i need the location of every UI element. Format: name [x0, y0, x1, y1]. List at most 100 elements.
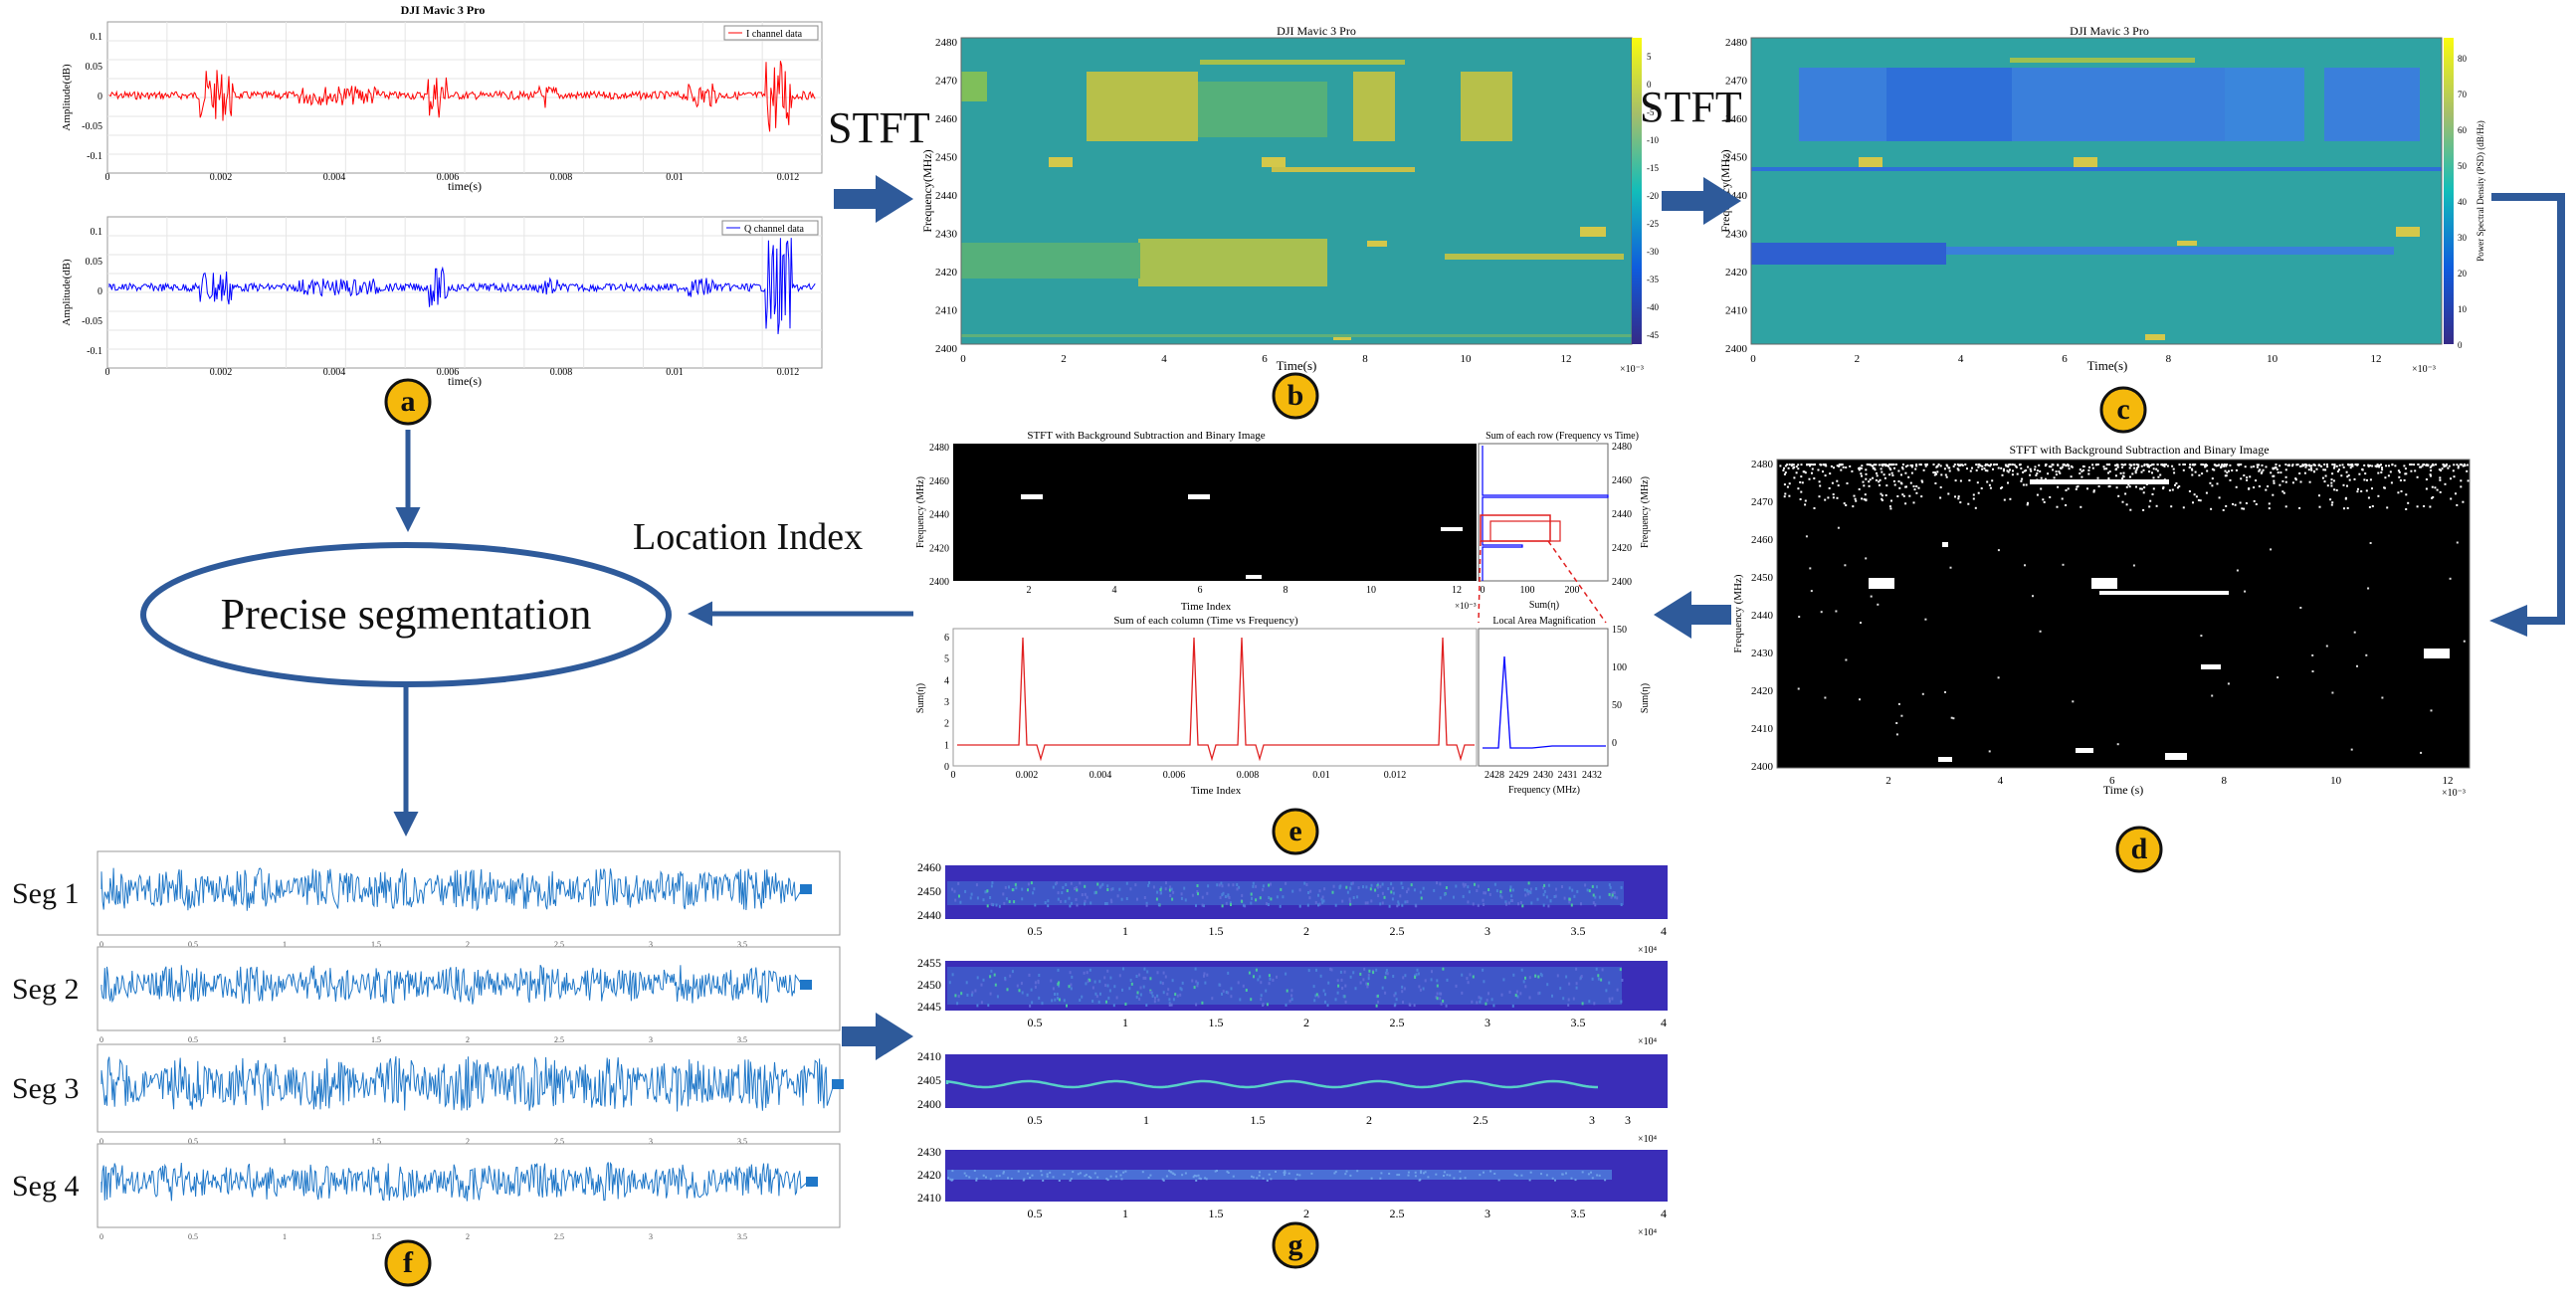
colorbar-tick-label: 60: [2458, 125, 2468, 135]
g-y-tick-label: 2445: [917, 1000, 941, 1014]
spectrogram-speckle: [965, 1175, 968, 1178]
spectrogram-speckle: [1511, 1004, 1514, 1008]
x-tick-label: 4: [1161, 353, 1167, 365]
spectrogram-speckle: [1524, 893, 1527, 897]
spectrogram-speckle: [1259, 1171, 1261, 1174]
spectrogram-speckle: [1227, 971, 1230, 975]
spectrogram-speckle: [1568, 982, 1571, 986]
spectrogram-speckle: [1056, 881, 1059, 885]
spectrogram-speckle: [1600, 978, 1603, 982]
spectrogram-speckle: [1549, 899, 1552, 903]
spectrogram-speckle: [1173, 1173, 1176, 1176]
panel-b-stft-spectrogram: DJI Mavic 3 Pro: [920, 24, 1659, 375]
spectrogram-speckle: [1266, 1003, 1269, 1007]
spectrogram-speckle: [1046, 1175, 1049, 1178]
spectrogram-speckle: [1406, 890, 1408, 894]
y-tick-label: 2440: [929, 510, 949, 521]
spectrogram-speckle: [948, 981, 951, 985]
spectrogram-speckle: [1367, 977, 1370, 981]
spectrogram-speckle: [1093, 980, 1096, 984]
spectrogram-speckle: [1354, 987, 1357, 991]
spectrogram-speckle: [1038, 996, 1041, 1000]
panel-d-xscale: ×10⁻³: [2442, 788, 2466, 799]
spectrogram-speckle: [1250, 998, 1253, 1002]
x-tick-label: 0.01: [666, 172, 684, 183]
spectrogram-speckle: [1118, 974, 1121, 978]
spectrogram-speckle: [1130, 982, 1133, 986]
panel-e-row-sum-curve: [1482, 446, 1609, 581]
spectrogram-speckle: [1568, 900, 1571, 904]
panel-d-binary: [1777, 460, 2470, 768]
x-tick-label: 2429: [1509, 770, 1529, 781]
spectrogram-speckle: [1115, 996, 1118, 1000]
spectrogram-speckle: [1385, 969, 1388, 973]
segment-x-tick: 0: [99, 1137, 103, 1146]
spectrogram-speckle: [1608, 1000, 1611, 1004]
spectrogram-speckle: [1387, 887, 1390, 890]
spectrogram-speckle: [1227, 883, 1230, 887]
spectrogram-speckle: [1490, 998, 1493, 1002]
segment-x-tick: 0.5: [188, 1035, 198, 1044]
spectrogram-speckle: [1415, 904, 1418, 908]
spectrogram-speckle: [1076, 903, 1079, 907]
spectrogram-speckle: [1069, 904, 1072, 908]
spectrogram-speckle: [1070, 983, 1073, 987]
g-x-tick-label: 2.5: [1474, 1113, 1488, 1127]
spectrogram-speckle: [1482, 898, 1485, 902]
spectrogram-speckle: [1365, 982, 1368, 986]
spectrogram-speckle: [1317, 893, 1319, 897]
spectrogram-speckle: [970, 892, 973, 896]
g-x-tick-label: 2: [1366, 1113, 1372, 1127]
spectrogram-speckle: [1420, 1170, 1423, 1173]
spectrogram-speckle: [1203, 972, 1206, 976]
spectrogram-speckle: [1152, 885, 1155, 889]
y-tick-label: 2440: [1751, 610, 1774, 622]
spectrogram-speckle: [1591, 977, 1594, 981]
colorbar-tick-label: 5: [1647, 52, 1652, 62]
g-x-tick-label: 1: [1122, 1016, 1128, 1029]
spectrogram-speckle: [1384, 991, 1387, 995]
spectrogram-speckle: [1485, 891, 1486, 895]
spectrogram-speckle: [966, 994, 969, 997]
y-tick-label: 2480: [1751, 459, 1774, 470]
label-stft-2: STFT: [1640, 83, 1742, 131]
spectrogram-speckle: [1105, 1178, 1108, 1181]
spectrogram-speckle: [992, 903, 995, 907]
panel-e-zoom-connector-1: [1547, 540, 1607, 624]
spectrogram-speckle: [1580, 902, 1582, 906]
spectrogram-speckle: [1268, 896, 1271, 899]
spectrogram-speckle: [1104, 984, 1107, 988]
spectrogram-speckle: [1440, 1002, 1443, 1006]
row-y-tick-label: 2480: [1612, 442, 1632, 453]
y-tick-label: 2480: [1725, 37, 1748, 49]
spectrogram-speckle: [1436, 997, 1439, 1001]
spectrogram-speckle: [1442, 1000, 1445, 1003]
spectrogram-speckle: [1520, 968, 1523, 972]
spectrogram-speckle: [957, 995, 960, 998]
spectrogram-speckle: [1315, 968, 1317, 972]
spectrogram-speckle: [1204, 1177, 1207, 1180]
spectrogram-speckle: [1605, 989, 1608, 993]
spectrogram-speckle: [1286, 989, 1288, 993]
spectrogram-speckle: [1334, 903, 1337, 907]
g-y-tick-label: 2420: [917, 1168, 941, 1182]
spectrogram-speckle: [1340, 978, 1343, 982]
spectrogram-speckle: [1094, 890, 1097, 894]
spectrogram-speckle: [1030, 988, 1033, 992]
spectrogram-speckle: [1285, 1003, 1288, 1007]
spectrogram-speckle: [1472, 975, 1475, 979]
g-y-tick-label: 2450: [917, 978, 941, 992]
spectrogram-speckle: [1077, 1173, 1080, 1176]
spectrogram-speckle: [1492, 1004, 1495, 1008]
spectrogram-speckle: [1401, 985, 1404, 989]
spectrogram-speckle: [1497, 1179, 1500, 1182]
spectrogram-speckle: [1543, 889, 1546, 893]
spectrogram-speckle: [1362, 978, 1365, 982]
spectrogram-speckle: [1147, 883, 1150, 887]
spectrogram-speckle: [1109, 898, 1112, 902]
panel-c-xscale: ×10⁻³: [2412, 364, 2436, 375]
spectrogram-speckle: [1575, 982, 1578, 986]
spectrogram-speckle: [1462, 882, 1465, 886]
colorbar-tick-label: 0: [2458, 340, 2463, 350]
